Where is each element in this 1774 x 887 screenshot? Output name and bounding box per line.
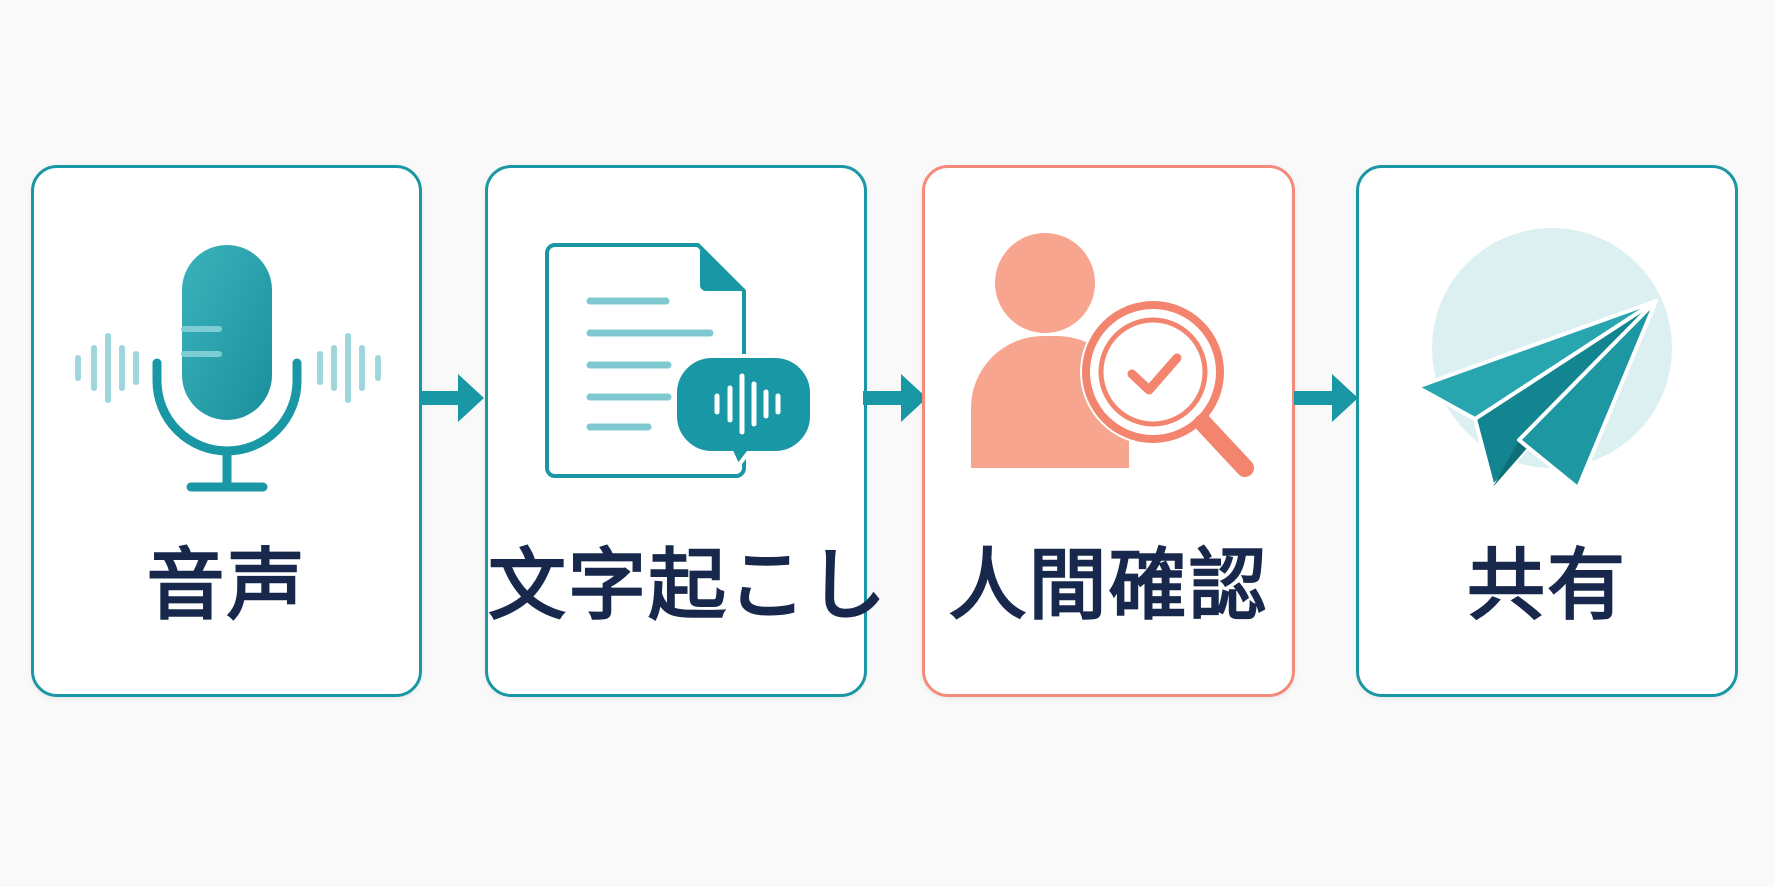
arrow-right-icon bbox=[420, 374, 484, 422]
step-card-share: 共有 bbox=[1356, 165, 1738, 697]
step-label: 共有 bbox=[1466, 541, 1627, 631]
person-magnifier-check-icon bbox=[971, 233, 1254, 477]
step-label: 人間確認 bbox=[948, 541, 1269, 631]
paper-plane-icon bbox=[1415, 228, 1672, 490]
step-card-audio: 音声 bbox=[31, 165, 422, 697]
document-speech-icon bbox=[545, 243, 814, 478]
step-label: 文字起こし bbox=[488, 541, 889, 631]
arrow-right-icon bbox=[863, 374, 927, 422]
microphone-icon bbox=[75, 245, 381, 492]
step-card-human-review: 人間確認 bbox=[922, 165, 1295, 697]
step-label: 音声 bbox=[146, 541, 307, 631]
step-card-transcription: 文字起こし bbox=[485, 165, 889, 697]
arrow-right-icon bbox=[1294, 374, 1358, 422]
